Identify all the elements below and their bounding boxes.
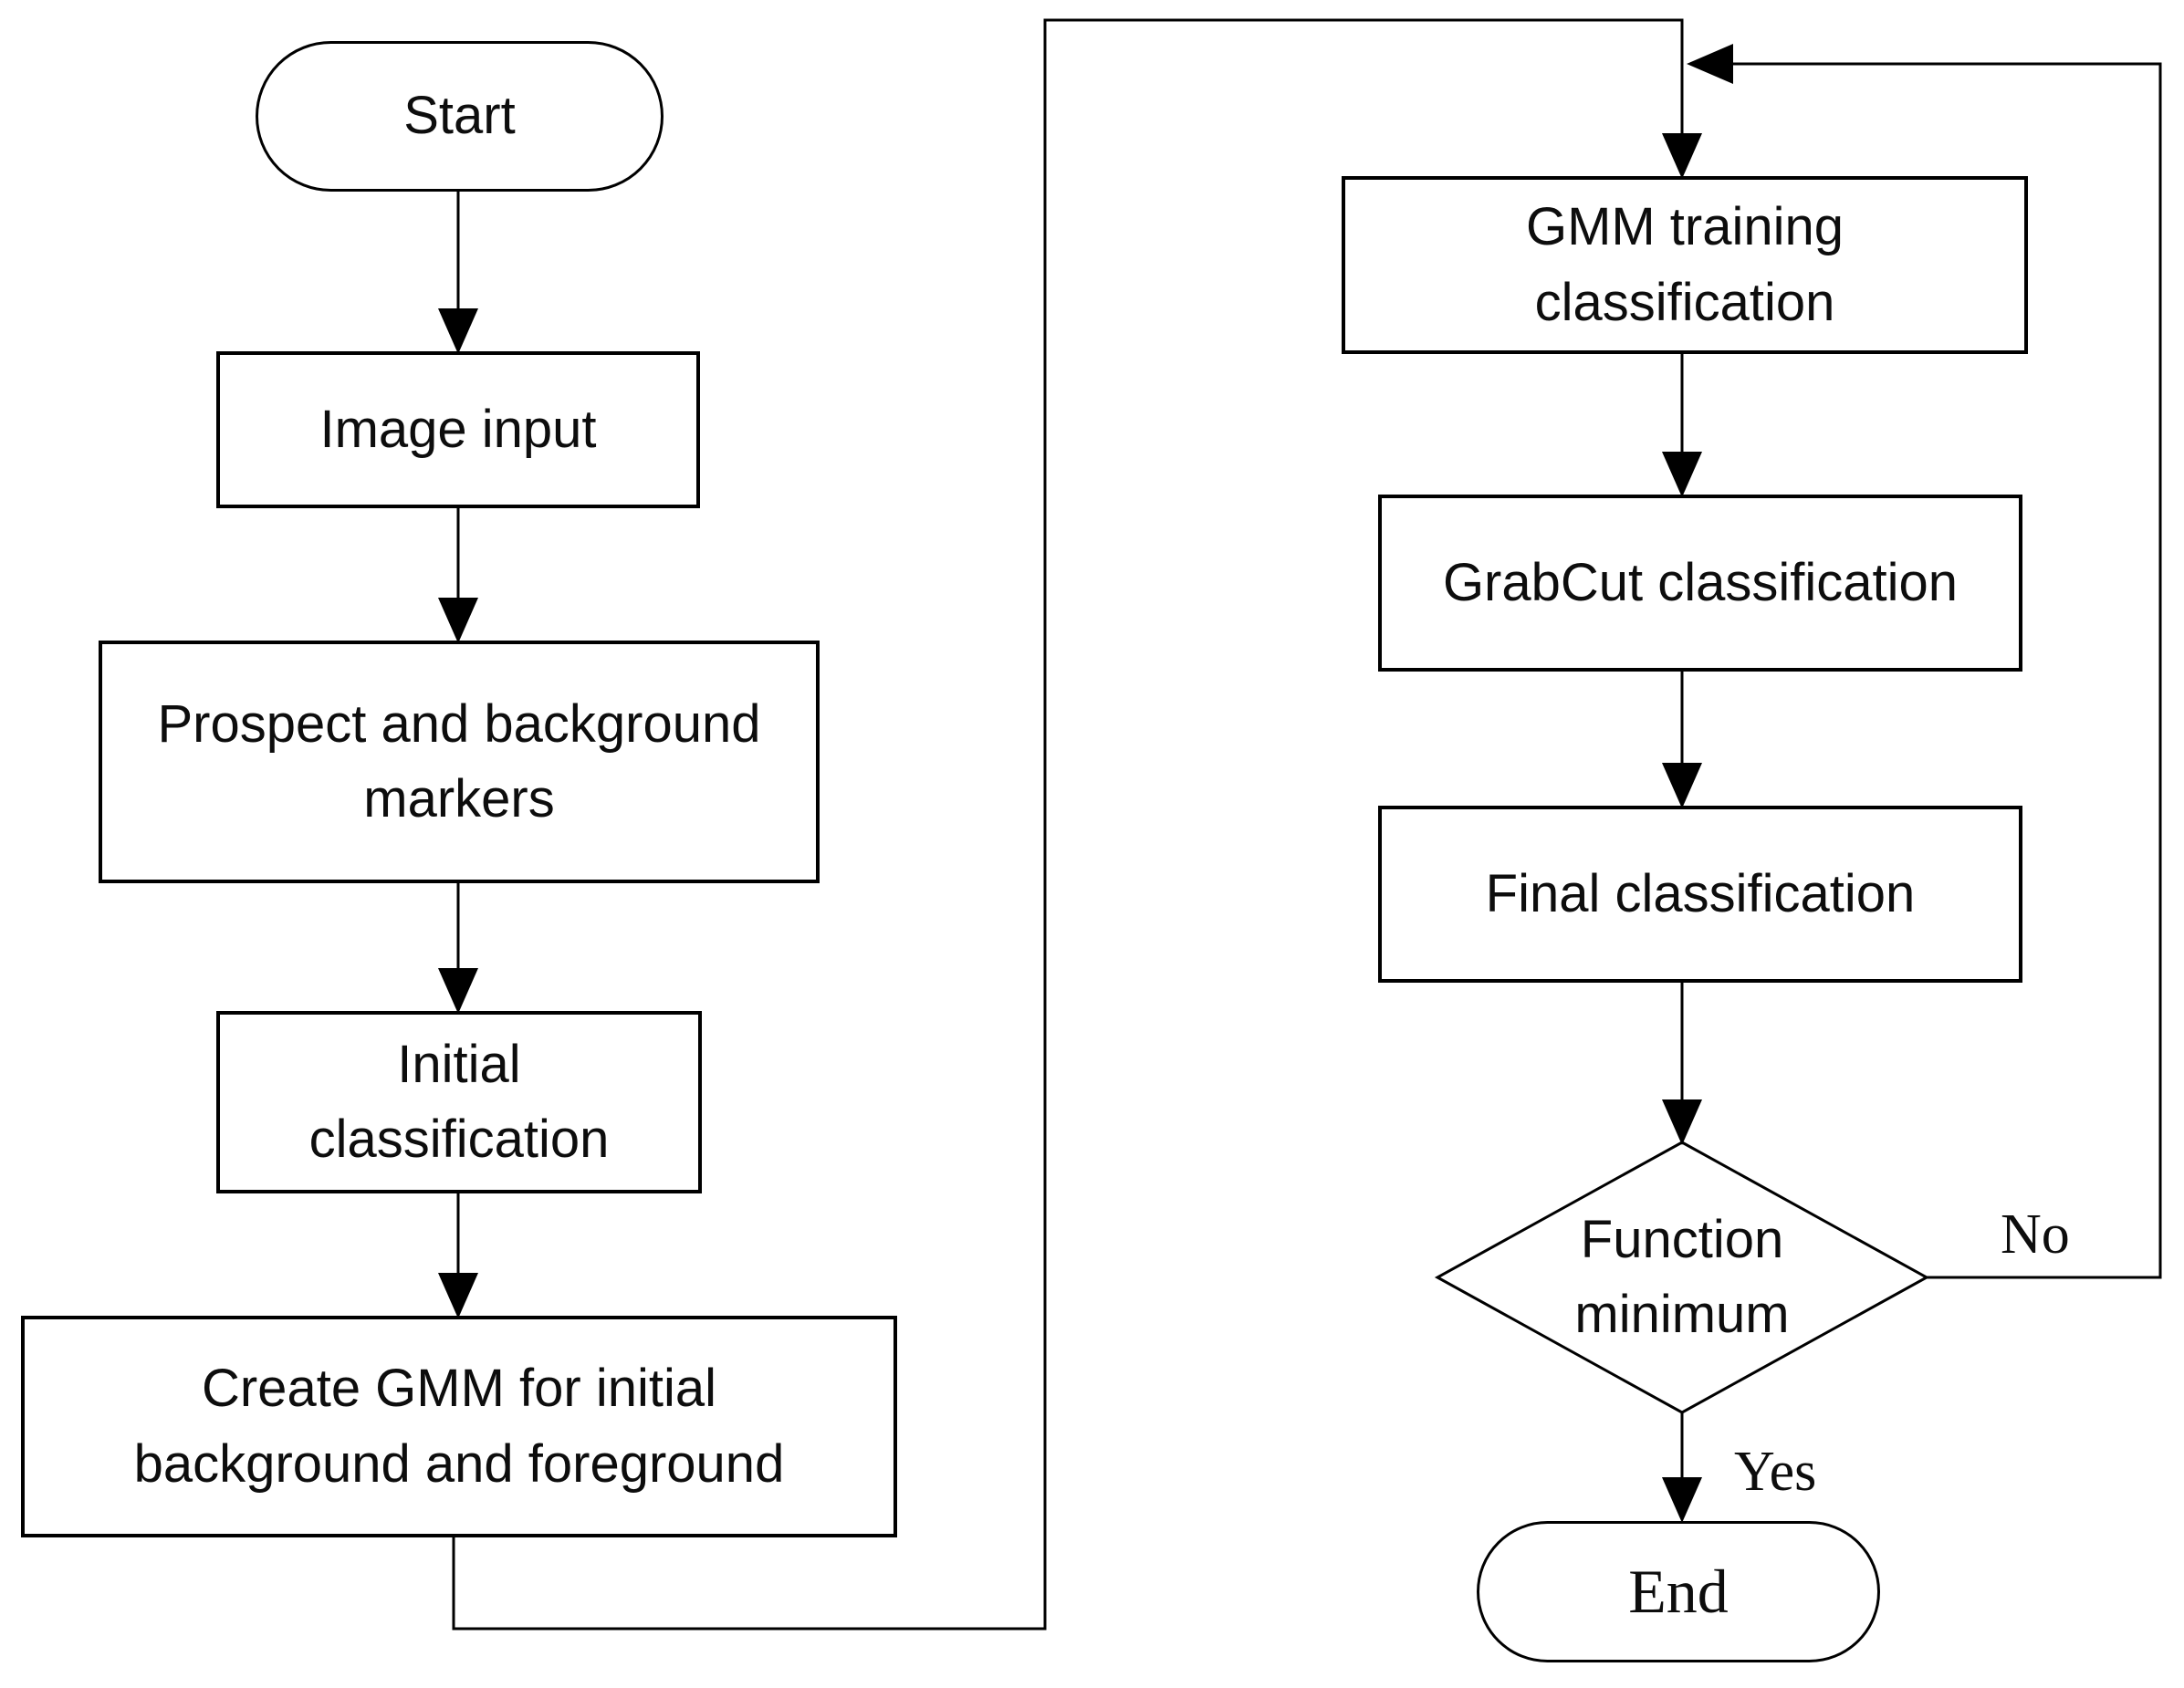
arrowhead-into-initial [438, 968, 478, 1014]
arrowhead-into-gmm-training [1662, 133, 1702, 179]
node-markers-label-line2: markers [363, 769, 555, 828]
node-decision-label-line2: minimum [1574, 1285, 1790, 1344]
node-final-label: Final classification [1485, 863, 1916, 923]
node-decision-label-line1: Function [1580, 1209, 1784, 1269]
node-start-label: Start [403, 86, 516, 146]
node-create-gmm: Create GMM for initial background and fo… [21, 1316, 897, 1537]
node-final-classification: Final classification [1378, 806, 2022, 983]
label-no: No [2001, 1203, 2070, 1267]
node-grabcut-label: GrabCut classification [1442, 552, 1959, 612]
edge-decision-no-loop [1733, 62, 2162, 1279]
node-gmm-training-label-line1: GMM training [1525, 197, 1844, 257]
node-end: End [1477, 1521, 1880, 1662]
label-no-text: No [2001, 1203, 2070, 1266]
node-markers-label-line1: Prospect and background [157, 693, 761, 754]
arrowhead-into-markers [438, 598, 478, 643]
arrowhead-into-create-gmm [438, 1273, 478, 1318]
node-decision-function-minimum: Function minimum [1500, 1195, 1865, 1360]
arrowhead-into-end [1662, 1477, 1702, 1523]
node-image-input: Image input [216, 351, 700, 508]
arrowhead-into-final [1662, 763, 1702, 808]
node-gmm-training: GMM training classification [1342, 176, 2028, 354]
arrowhead-into-image-input [438, 308, 478, 354]
arrowhead-no-loop-left [1687, 44, 1733, 84]
decision-diamond-shape [1434, 1141, 1930, 1414]
label-yes: Yes [1734, 1440, 1816, 1505]
node-image-input-label: Image input [319, 399, 597, 459]
edge-create-gmm-to-gmm-training [452, 18, 1684, 1631]
arrowhead-into-grabcut [1662, 452, 1702, 497]
node-initial-label-line2: classification [308, 1110, 610, 1169]
arrowhead-into-decision [1662, 1099, 1702, 1145]
node-start: Start [256, 41, 664, 192]
label-yes-text: Yes [1734, 1441, 1817, 1503]
node-initial-label-line1: Initial [397, 1034, 521, 1094]
node-gmm-training-label-line2: classification [1534, 272, 1835, 332]
node-markers: Prospect and background markers [99, 641, 820, 883]
node-create-gmm-label-line1: Create GMM for initial [201, 1359, 717, 1419]
node-grabcut-classification: GrabCut classification [1378, 495, 2022, 672]
node-create-gmm-label-line2: background and foreground [133, 1433, 785, 1494]
node-end-label: End [1628, 1557, 1729, 1627]
node-initial-classification: Initial classification [216, 1011, 702, 1193]
